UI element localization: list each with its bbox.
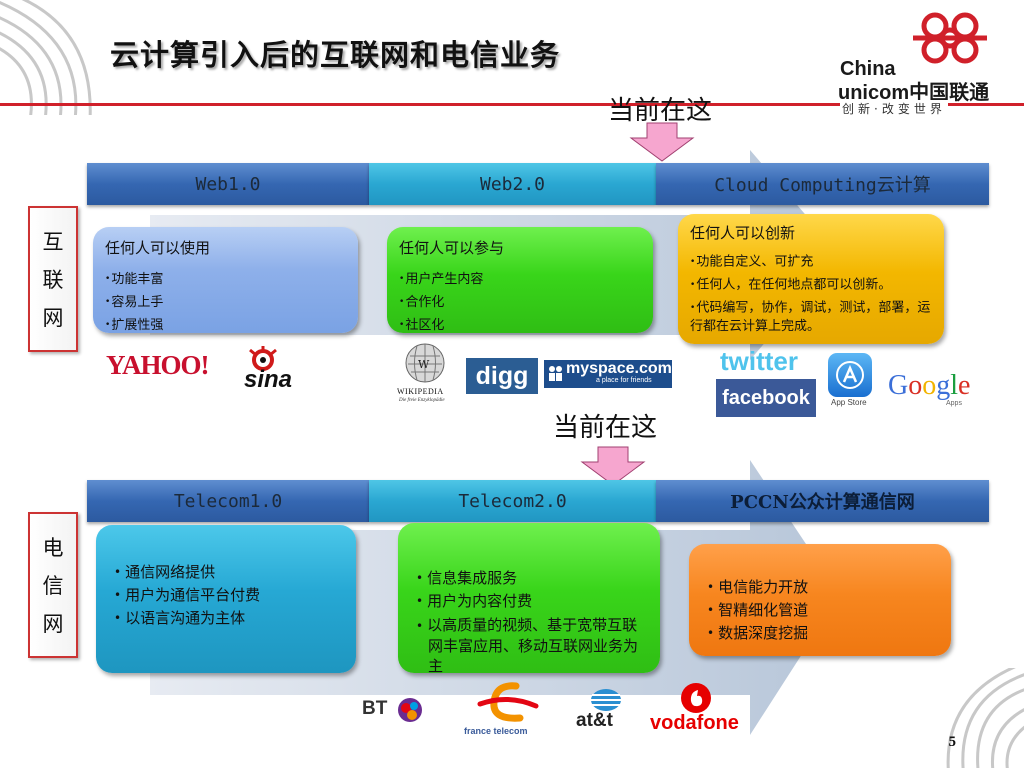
logo-china-text: China: [840, 58, 896, 80]
telecom-label-char: 电: [42, 536, 64, 560]
logo-unicom-text: unicom中国联通: [838, 82, 990, 104]
wikipedia-text: WIKIPEDIA: [397, 387, 444, 396]
internet-down-arrow-icon: [629, 122, 695, 162]
vodafone-speechmark-icon: [681, 683, 711, 713]
att-logo: at&t: [574, 688, 638, 732]
digg-logo: digg: [466, 358, 538, 394]
myspace-logo: myspace.com. a place for friends: [544, 360, 676, 388]
france-telecom-swirl-icon: [477, 682, 539, 722]
internet-label-char: 网: [42, 306, 64, 330]
list-item: 代码编写，协作，调试，测试，部署，运行都在云计算上完成。: [690, 296, 932, 336]
wikipedia-subtitle: Die freie Enzyklopädie: [399, 398, 445, 403]
wikipedia-globe-icon: W: [405, 343, 445, 383]
google-letter: o: [908, 370, 923, 401]
telecom-label-char: 信: [42, 574, 64, 598]
card-web1: 任何人可以使用 功能丰富 容易上手 扩展性强: [93, 227, 358, 333]
card-web2: 任何人可以参与 用户产生内容 合作化 社区化: [387, 227, 653, 333]
svg-text:W: W: [418, 358, 430, 371]
card-telecom1: 通信网络提供 用户为通信平台付费 以语言沟通为主体: [96, 525, 356, 673]
list-item: 合作化: [399, 291, 641, 314]
vodafone-text: vodafone: [650, 712, 739, 734]
app-store-icon: [828, 353, 872, 397]
app-store-a-icon: [836, 361, 864, 389]
facebook-logo: facebook: [716, 379, 816, 417]
phase-cloud-computing: Cloud Computing云计算: [656, 163, 989, 205]
internet-label-char: 互: [42, 230, 64, 254]
list-item: 用户为内容付费: [416, 590, 648, 613]
list-item: 信息集成服务: [416, 567, 648, 590]
list-item: 功能丰富: [105, 268, 346, 291]
phase-pccn: PCCN公众计算通信网: [656, 480, 989, 522]
france-telecom-logo: france telecom: [462, 680, 554, 740]
list-item: 容易上手: [105, 291, 346, 314]
myspace-people-icon: [549, 366, 562, 381]
list-item: 扩展性强: [105, 314, 346, 337]
google-letter: g: [936, 370, 951, 401]
myspace-text: myspace.com.: [566, 360, 677, 377]
app-store-label: App Store: [831, 398, 867, 407]
list-item: 电信能力开放: [707, 576, 939, 599]
card-cloud: 任何人可以创新 功能自定义、可扩充 任何人，在任何地点都可以创新。 代码编写，协…: [678, 214, 944, 344]
bt-text: BT: [362, 698, 388, 719]
list-item: 智精细化管道: [707, 599, 939, 622]
france-telecom-text: france telecom: [464, 726, 528, 736]
card-heading: 任何人可以参与: [399, 239, 505, 257]
google-letter: e: [958, 370, 971, 401]
bt-logo: BT: [362, 696, 432, 726]
bt-globe-icon: [398, 698, 422, 722]
logo-slogan: 创新·改变世界: [840, 100, 948, 117]
phase-telecom1: Telecom1.0: [87, 480, 369, 522]
google-letter: G: [888, 370, 909, 401]
list-item: 功能自定义、可扩充: [690, 251, 932, 274]
sina-eye-icon: [249, 346, 277, 371]
myspace-tagline: a place for friends: [596, 377, 652, 384]
internet-label-char: 联: [42, 268, 64, 292]
china-unicom-knot-icon: [913, 12, 987, 64]
internet-side-label: 互 联 网: [28, 206, 78, 352]
telecom-current-marker: 当前在这: [553, 413, 658, 443]
card-heading: 任何人可以使用: [105, 239, 211, 257]
sina-text: sina: [244, 366, 293, 393]
card-pccn: 电信能力开放 智精细化管道 数据深度挖掘: [689, 544, 951, 656]
list-item: 以语言沟通为主体: [114, 607, 344, 630]
twitter-logo: twitter: [720, 346, 798, 376]
internet-current-marker: 当前在这: [608, 96, 713, 126]
att-globe-icon: [591, 689, 621, 711]
list-item: 社区化: [399, 314, 641, 337]
list-item: 通信网络提供: [114, 561, 344, 584]
wikipedia-logo: W WIKIPEDIA Die freie Enzyklopädie: [396, 342, 454, 412]
header-divider: [0, 103, 1024, 106]
list-item: 以高质量的视频、基于宽带互联网丰富应用、移动互联网业务为主: [416, 613, 648, 676]
telecom-side-label: 电 信 网: [28, 512, 78, 658]
page-title: 云计算引入后的互联网和电信业务: [110, 38, 561, 72]
phase-telecom2: Telecom2.0: [369, 480, 656, 522]
sina-logo: sina: [218, 344, 326, 396]
page-number: 5: [948, 734, 957, 750]
list-item: 数据深度挖掘: [707, 622, 939, 645]
card-heading: 任何人可以创新: [690, 224, 796, 242]
list-item: 任何人，在任何地点都可以创新。: [690, 274, 932, 297]
phase-web1: Web1.0: [87, 163, 369, 205]
list-item: 用户为通信平台付费: [114, 584, 344, 607]
google-letter: o: [922, 370, 937, 401]
google-letter: l: [950, 370, 959, 401]
att-text: at&t: [576, 710, 613, 731]
vodafone-logo: vodafone: [650, 682, 750, 736]
card-telecom2: 信息集成服务 用户为内容付费 以高质量的视频、基于宽带互联网丰富应用、移动互联网…: [398, 523, 660, 676]
corner-decoration-bottom-right: [946, 668, 1024, 768]
google-apps-label: Apps: [946, 400, 962, 407]
telecom-down-arrow-icon: [580, 446, 646, 486]
google-text: Google: [888, 370, 970, 401]
telecom-label-char: 网: [42, 612, 64, 636]
corner-decoration-top-left: [0, 0, 92, 115]
list-item: 用户产生内容: [399, 268, 641, 291]
phase-web2: Web2.0: [369, 163, 656, 205]
google-logo: Google: [888, 370, 970, 402]
yahoo-logo: YAHOO!: [106, 350, 210, 380]
